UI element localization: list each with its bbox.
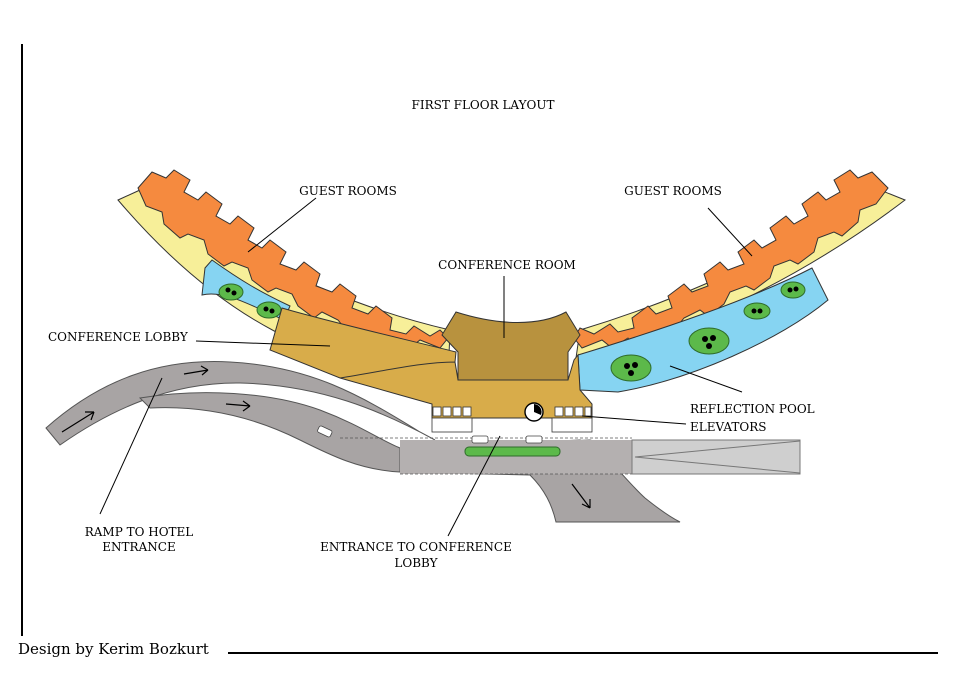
label-reflection-pool: REFLECTION POOL	[690, 402, 815, 416]
elevators	[431, 406, 593, 433]
elevator-bay	[431, 417, 473, 433]
leader-line	[581, 415, 687, 425]
label-ramp-line1: RAMP TO HOTEL	[85, 525, 194, 539]
page-title: FIRST FLOOR LAYOUT	[412, 98, 555, 112]
tree-icon	[628, 370, 634, 376]
planter	[610, 354, 652, 382]
tree-icon	[231, 290, 237, 296]
car-icons	[317, 425, 543, 444]
leader-line	[195, 340, 331, 347]
leader-line	[99, 377, 163, 515]
designer-credit: Design by Kerim Bozkurt	[18, 640, 209, 658]
tree-icon	[624, 363, 630, 369]
label-entrance-line1: ENTRANCE TO CONFERENCE	[320, 540, 512, 554]
ramp-arrows	[61, 365, 591, 509]
tree-icon	[225, 287, 231, 293]
leader-lines	[99, 197, 753, 537]
label-entrance-line2: LOBBY	[394, 556, 438, 570]
arrow-icon	[571, 483, 591, 509]
tree-icon	[793, 286, 799, 292]
label-conference-lobby: CONFERENCE LOBBY	[48, 330, 189, 344]
drop-off-lane	[400, 440, 632, 474]
drop-off-planter	[464, 446, 561, 457]
elevator-cab	[564, 406, 574, 417]
arrow-icon	[61, 411, 95, 433]
elevator-cab	[574, 406, 584, 417]
tree-icon	[787, 287, 793, 293]
tree-icon	[757, 308, 763, 314]
label-guest-rooms-right: GUEST ROOMS	[624, 184, 722, 198]
car-icon	[317, 425, 333, 438]
planter	[743, 302, 771, 320]
planter	[688, 327, 730, 355]
elevator-cab	[452, 406, 462, 417]
leader-line	[707, 207, 753, 257]
road-extension	[631, 439, 801, 475]
tree-icon	[710, 335, 716, 341]
road-end-chevron	[634, 440, 801, 474]
tree-icon	[702, 336, 708, 342]
tree-icon	[706, 343, 712, 349]
label-ramp-line2: ENTRANCE	[102, 540, 175, 554]
revolving-door-icon	[524, 402, 544, 422]
pool-planters	[218, 281, 806, 382]
planter	[256, 301, 282, 319]
label-elevators: ELEVATORS	[690, 420, 766, 434]
tree-icon	[263, 306, 269, 312]
road-end-block	[631, 439, 801, 475]
tree-icon	[751, 308, 757, 314]
elevator-cab	[432, 406, 442, 417]
leader-line	[669, 365, 743, 393]
label-guest-rooms-left: GUEST ROOMS	[299, 184, 397, 198]
right-guest-rooms	[573, 169, 889, 349]
car-icon	[525, 435, 543, 444]
tree-icon	[269, 308, 275, 314]
trees	[225, 286, 799, 376]
tree-icon	[632, 362, 638, 368]
planter	[780, 281, 806, 299]
conference-room	[441, 311, 581, 381]
elevator-cab	[442, 406, 452, 417]
elevator-bay	[551, 417, 593, 433]
elevator-cab	[584, 406, 592, 417]
leader-line	[447, 435, 501, 537]
arrow-icon	[183, 365, 209, 376]
planter	[218, 283, 244, 301]
leader-line	[247, 197, 317, 253]
elevator-cab	[554, 406, 564, 417]
car-icon	[471, 435, 489, 444]
elevator-cab	[462, 406, 472, 417]
label-conference-room: CONFERENCE ROOM	[438, 258, 576, 272]
arrow-icon	[225, 400, 251, 412]
left-guest-rooms	[137, 169, 449, 349]
